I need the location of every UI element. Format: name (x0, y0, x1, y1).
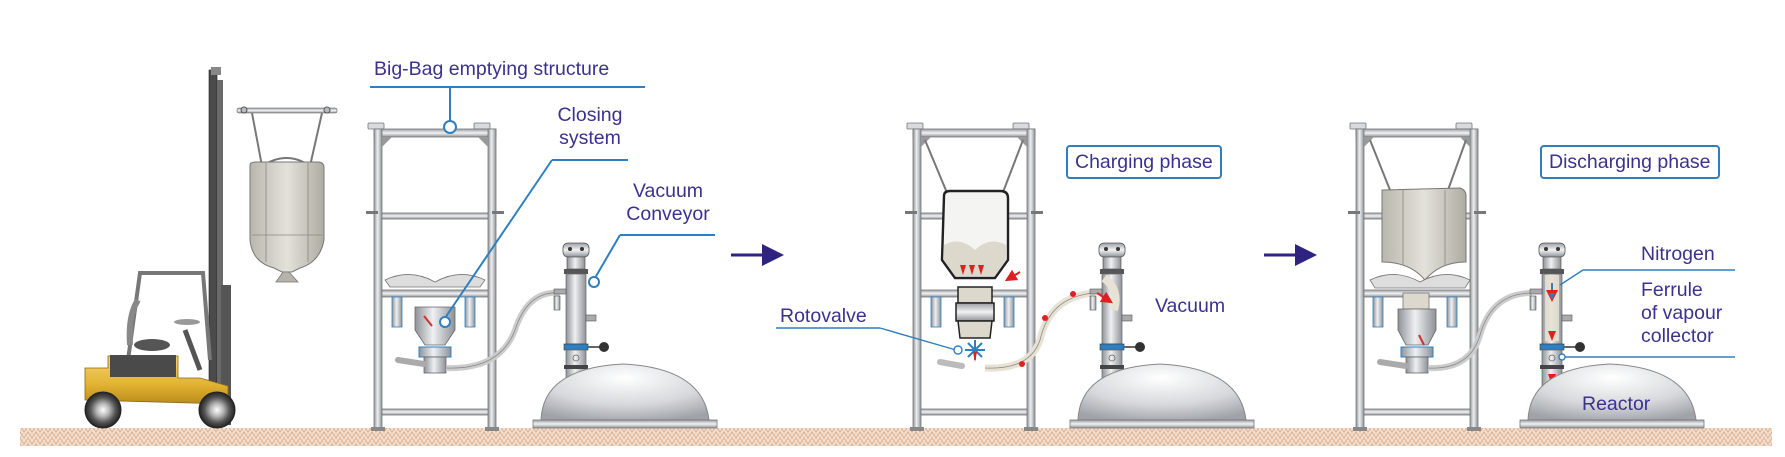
label-ferrule-line3: collector (1641, 325, 1714, 347)
label-vacuum-conveyor: Vacuum Conveyor (620, 180, 716, 226)
label-vacuum: Vacuum (1155, 295, 1226, 317)
label-closing-line1: Closing (557, 104, 623, 126)
label-conveyor-line1: Vacuum (632, 180, 704, 202)
leader-lines-3 (1558, 269, 1735, 361)
emptying-frame-1 (365, 122, 561, 432)
charging-phase-badge: Charging phase (1066, 145, 1222, 179)
label-ferrule-line2: of vapour (1641, 302, 1723, 324)
emptying-frame-3 (1347, 122, 1533, 432)
label-reactor: Reactor (1582, 393, 1651, 415)
reactor-dome-2 (1069, 363, 1255, 429)
leader-lines-2 (776, 327, 963, 355)
reactor-dome-1 (532, 363, 718, 429)
arrow-right-icon (731, 244, 784, 266)
label-conveyor-line2: Conveyor (626, 203, 710, 225)
vacuum-conveyor-3 (1529, 242, 1586, 389)
arrow-right-icon (1264, 244, 1317, 266)
label-closing-system: Closing system (552, 104, 628, 150)
label-ferrule-of-vapour-collector: Ferrule of vapour collector (1641, 279, 1722, 348)
label-closing-line2: system (559, 127, 621, 149)
big-bag-hanging (249, 112, 325, 283)
label-big-bag-emptying-structure: Big-Bag emptying structure (374, 58, 610, 80)
discharging-phase-badge: Discharging phase (1540, 145, 1720, 179)
label-rotovalve: Rotovalve (780, 305, 867, 327)
emptying-frame-2 (904, 122, 1096, 432)
label-ferrule-line1: Ferrule (1641, 279, 1703, 301)
forklift (84, 67, 338, 429)
leader-lines-1 (370, 86, 715, 328)
label-nitrogen: Nitrogen (1641, 243, 1715, 265)
ground-strip (20, 428, 1772, 446)
vacuum-conveyor-2 (1089, 242, 1146, 389)
